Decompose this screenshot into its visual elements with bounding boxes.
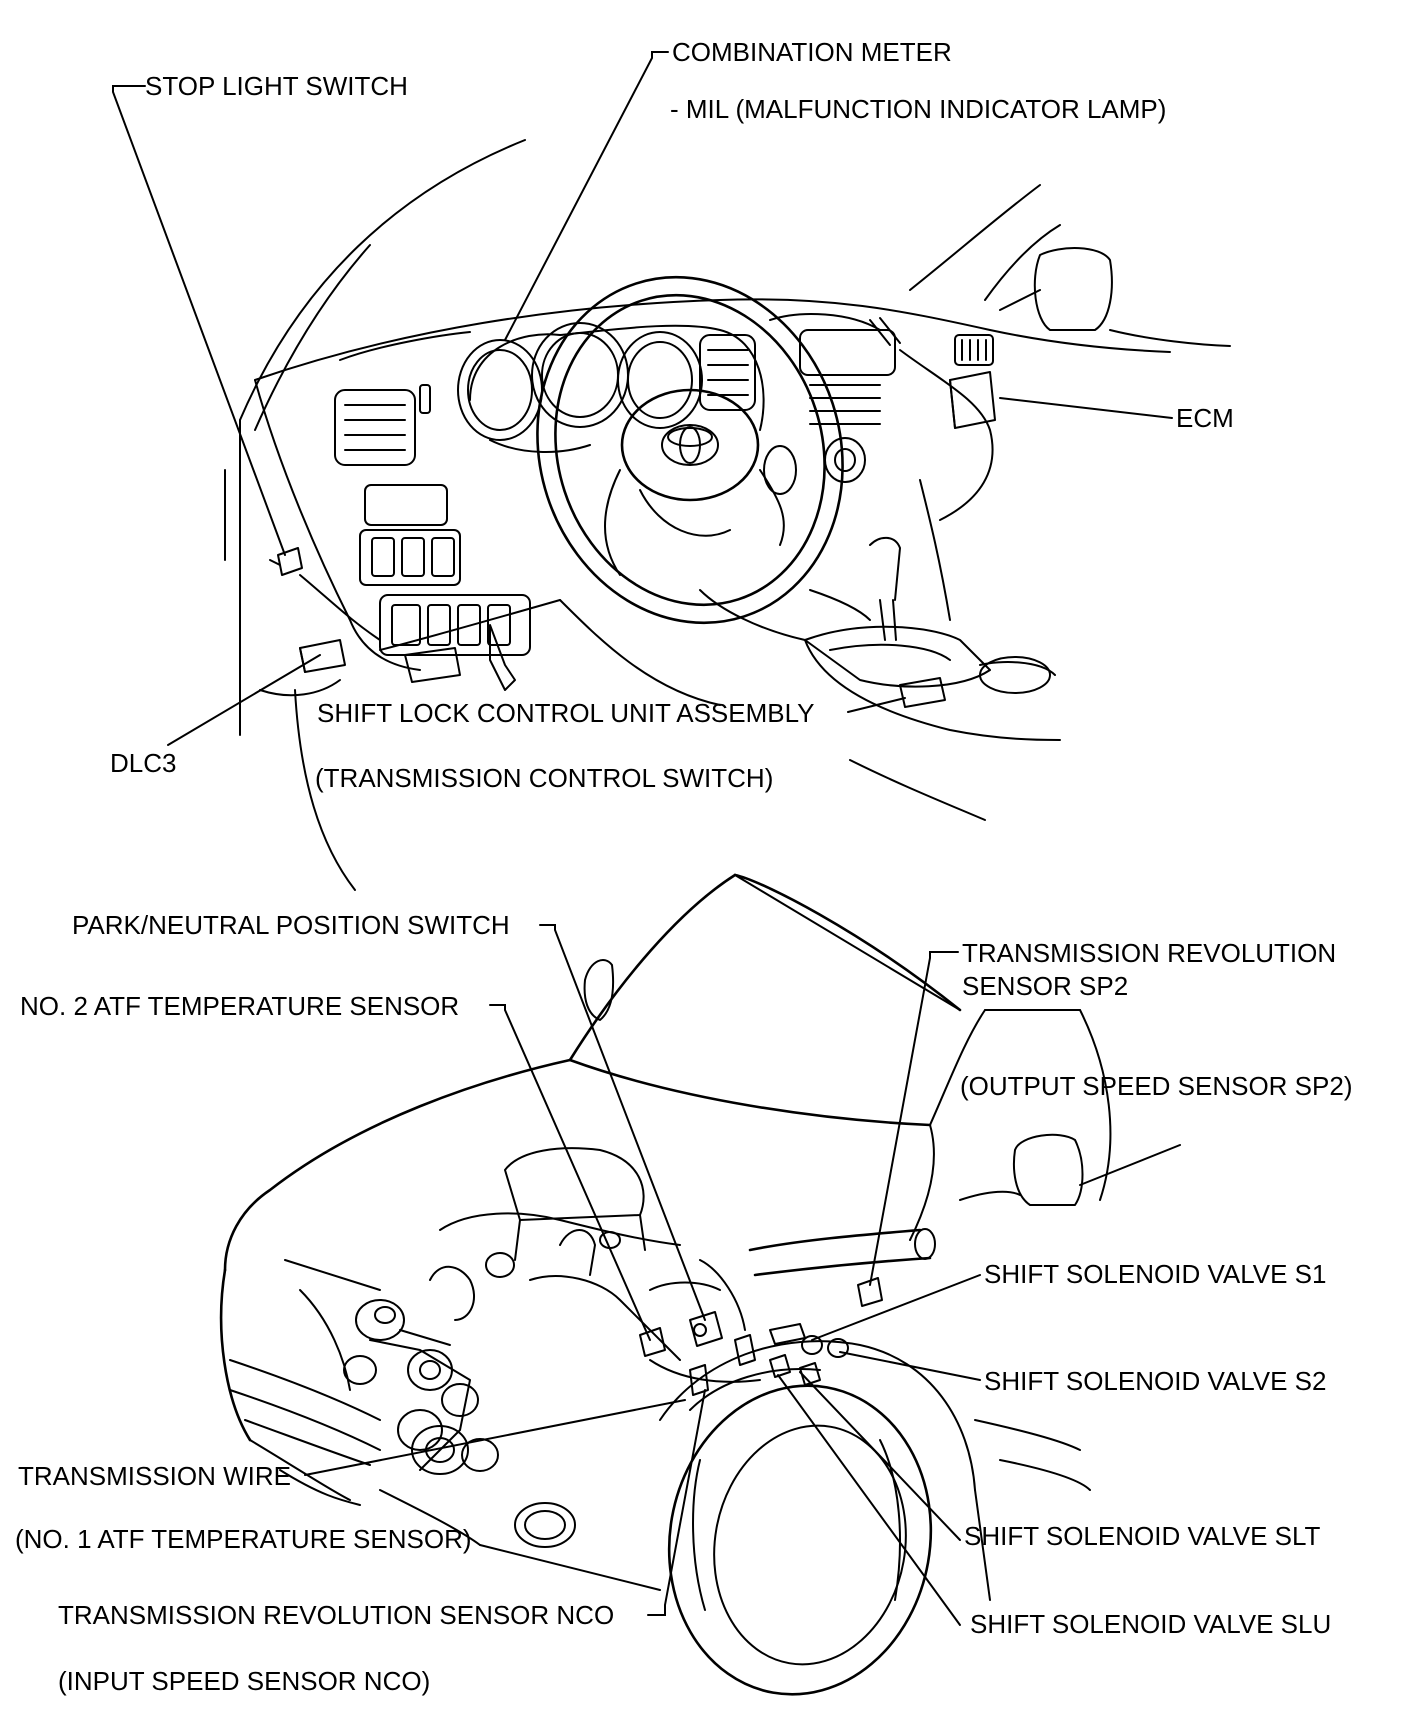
label-combination-meter: COMBINATION METER [672, 37, 952, 67]
label-transmission-control-switch: (TRANSMISSION CONTROL SWITCH) [315, 763, 773, 793]
toyota-emblem-icon [661, 424, 719, 466]
label-shift-solenoid-s2: SHIFT SOLENOID VALVE S2 [984, 1366, 1326, 1396]
engine-bay-illustration [219, 873, 1181, 1696]
label-transmission-wire: TRANSMISSION WIRE [18, 1461, 291, 1491]
label-shift-solenoid-s1: SHIFT SOLENOID VALVE S1 [984, 1259, 1326, 1289]
label-shift-solenoid-slt: SHIFT SOLENOID VALVE SLT [964, 1521, 1321, 1551]
label-no1-atf-temperature-sensor: (NO. 1 ATF TEMPERATURE SENSOR) [15, 1524, 472, 1554]
label-input-speed-sensor-nco: (INPUT SPEED SENSOR NCO) [58, 1666, 430, 1696]
label-no2-atf-temperature-sensor: NO. 2 ATF TEMPERATURE SENSOR [20, 991, 459, 1021]
label-sensor-sp2: SENSOR SP2 [962, 971, 1128, 1001]
label-transmission-revolution-sensor-sp2: TRANSMISSION REVOLUTION [962, 938, 1336, 968]
label-mil: - MIL (MALFUNCTION INDICATOR LAMP) [670, 94, 1166, 124]
leader-lines [112, 51, 1173, 1626]
label-shift-lock-control-unit: SHIFT LOCK CONTROL UNIT ASSEMBLY [317, 698, 814, 728]
interior-dashboard-illustration [224, 139, 1231, 891]
label-dlc3: DLC3 [110, 748, 176, 778]
labels: STOP LIGHT SWITCH COMBINATION METER - MI… [15, 37, 1353, 1696]
label-stop-light-switch: STOP LIGHT SWITCH [145, 71, 408, 101]
label-park-neutral-position-switch: PARK/NEUTRAL POSITION SWITCH [72, 910, 510, 940]
label-output-speed-sensor-sp2: (OUTPUT SPEED SENSOR SP2) [960, 1071, 1353, 1101]
label-shift-solenoid-slu: SHIFT SOLENOID VALVE SLU [970, 1609, 1331, 1639]
label-transmission-revolution-sensor-nco: TRANSMISSION REVOLUTION SENSOR NCO [58, 1600, 614, 1630]
label-ecm: ECM [1176, 403, 1234, 433]
